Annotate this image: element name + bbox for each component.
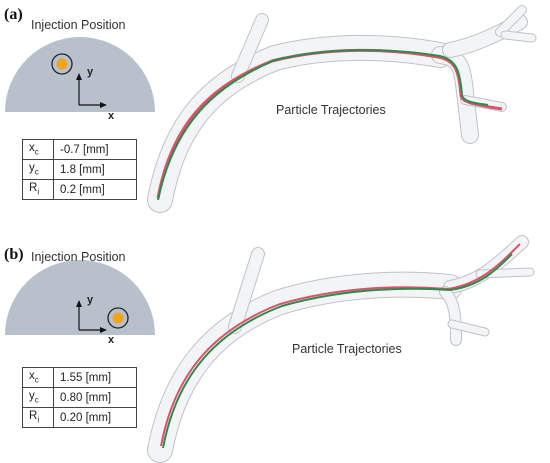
param-table-b: xc 1.55 [mm] yc 0.80 [mm] Ri 0.20 [mm] bbox=[22, 367, 137, 428]
table-row: Ri 0.20 [mm] bbox=[22, 407, 137, 428]
trajectory-green-a bbox=[157, 49, 489, 201]
table-row: Ri 0.2 [mm] bbox=[22, 179, 137, 200]
injection-title-b: Injection Position bbox=[31, 250, 126, 264]
injection-title-a: Injection Position bbox=[31, 18, 126, 32]
x-arrow-a bbox=[100, 102, 107, 108]
param-value: -0.7 [mm] bbox=[53, 139, 137, 160]
param-table-a: xc -0.7 [mm] yc 1.8 [mm] Ri 0.2 [mm] bbox=[22, 139, 137, 200]
panel-b-artwork bbox=[5, 235, 535, 463]
panel-b: (b) Injection Position y x Particle Traj… bbox=[0, 232, 550, 463]
panel-label-a: (a) bbox=[4, 6, 23, 23]
injection-dot-a bbox=[56, 58, 68, 70]
y-arrow-b bbox=[76, 300, 82, 307]
param-value: 0.80 [mm] bbox=[53, 387, 137, 408]
param-value: 0.2 [mm] bbox=[53, 179, 137, 200]
injection-circle-a bbox=[51, 53, 73, 75]
table-row: yc 1.8 [mm] bbox=[22, 159, 137, 180]
cross-section-a bbox=[5, 37, 155, 112]
table-row: yc 0.80 [mm] bbox=[22, 387, 137, 408]
axis-x-label-b: x bbox=[108, 334, 115, 346]
axis-x-label-a: x bbox=[108, 110, 115, 122]
param-value: 1.55 [mm] bbox=[53, 367, 137, 388]
axis-y-label-a: y bbox=[87, 66, 94, 78]
table-row: xc 1.55 [mm] bbox=[22, 367, 137, 388]
trajectory-label-b: Particle Trajectories bbox=[292, 342, 402, 356]
x-arrow-b bbox=[100, 327, 107, 333]
param-value: 0.20 [mm] bbox=[53, 407, 137, 428]
panel-a: (a) Injection Position y x Particle Traj… bbox=[0, 0, 550, 231]
trajectory-green-b bbox=[162, 253, 513, 449]
trajectory-red-a bbox=[156, 48, 503, 199]
y-arrow-a bbox=[76, 73, 82, 80]
trajectory-label-a: Particle Trajectories bbox=[276, 103, 386, 117]
cross-section-b bbox=[5, 260, 155, 335]
param-value: 1.8 [mm] bbox=[53, 159, 137, 180]
panel-label-b: (b) bbox=[4, 246, 24, 263]
panel-a-artwork bbox=[5, 5, 537, 213]
table-row: xc -0.7 [mm] bbox=[22, 139, 137, 160]
trajectory-red-b bbox=[160, 243, 521, 447]
axis-y-label-b: y bbox=[87, 294, 94, 306]
injection-circle-b bbox=[107, 307, 129, 329]
injection-dot-b bbox=[112, 312, 124, 324]
